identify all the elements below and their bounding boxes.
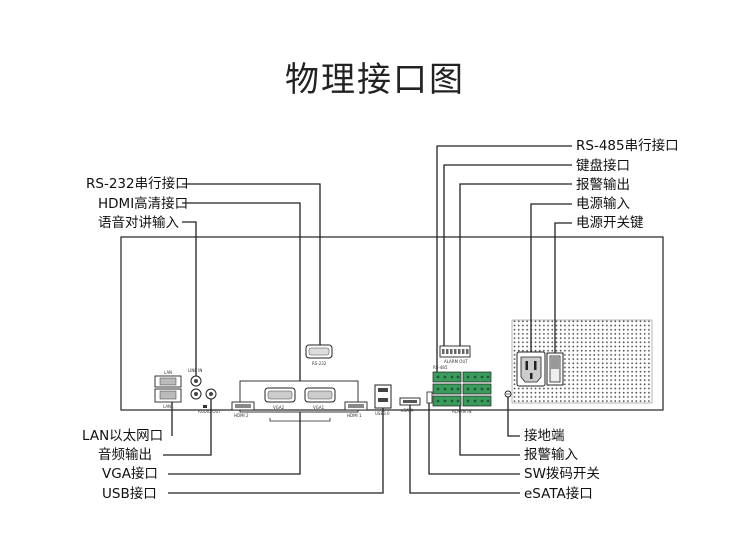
lan-ports: LAN LAN1 [154,370,182,409]
lan-port-text: LAN [164,370,172,375]
lan1-port-text: LAN1 [163,404,174,409]
label-esata: eSATA接口 [524,486,593,502]
keyboard-terminal: ALARM OUT [439,345,471,364]
vga-bracket [269,418,331,422]
label-rs232: RS-232串行接口 [86,176,189,192]
label-alarm-out: 报警输出 [576,177,630,193]
rs232-port: RS-232 [305,344,333,366]
label-ground: 接地端 [524,428,565,444]
label-power-switch: 电源开关键 [576,215,644,231]
power-switch [546,352,564,386]
hdmi2-text: HDMI 2 [234,413,249,418]
label-hdmi: HDMI高清接口 [98,196,189,212]
alarm-in-text: ALARM IN [452,409,471,414]
vga-block [239,380,359,413]
label-alarm-in: 报警输入 [524,447,578,463]
line-in-text: LINE IN [188,368,202,373]
power-input-socket [516,351,546,387]
leader-lines [163,145,572,494]
vga2-text: VGA2 [273,405,285,410]
sw-dip-switch [426,391,433,404]
vga2-port: VGA2 [264,387,296,410]
label-sw-switch: SW拨码开关 [524,466,600,482]
audio-ports: LINE IN AUDIO OUT [188,368,221,414]
label-lan: LAN以太网口 [82,428,164,444]
hdmi1-port: HDMI 1 [344,401,368,418]
label-audio-out: 音频输出 [98,447,152,463]
alarm-out-text: ALARM OUT [444,359,468,364]
vga1-port: VGA1 [304,387,336,410]
label-vga: VGA接口 [102,466,158,482]
audio-out-text: AUDIO OUT [198,409,221,414]
label-power-in: 电源输入 [576,196,630,212]
hdmi2-port: HDMI 2 [231,401,255,418]
label-usb: USB接口 [102,486,157,502]
page-title: 物理接口图 [285,60,465,100]
rs232-port-text: RS-232 [312,361,327,366]
rs485-text: RS-485 [433,365,448,370]
ground-terminal [504,390,512,398]
hdmi1-text: HDMI 1 [347,413,362,418]
esata-text: eSATA [401,408,414,413]
label-audio-in: 语音对讲输入 [98,215,179,231]
label-keyboard: 键盘接口 [576,158,630,174]
vga1-text: VGA1 [313,405,325,410]
alarm-terminal-blocks: RS-485 ALARM IN [432,365,492,414]
label-rs485: RS-485串行接口 [576,138,679,154]
